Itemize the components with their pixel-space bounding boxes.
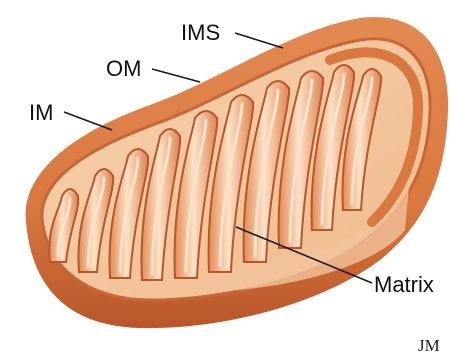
label-im: IM (29, 100, 53, 125)
label-matrix: Matrix (374, 272, 434, 297)
om-leader-line (152, 69, 200, 82)
ims-leader-line (235, 33, 283, 48)
im-leader-line (64, 112, 112, 130)
label-om: OM (106, 56, 141, 81)
artist-signature: JM (418, 336, 440, 355)
label-ims: IMS (181, 20, 220, 45)
